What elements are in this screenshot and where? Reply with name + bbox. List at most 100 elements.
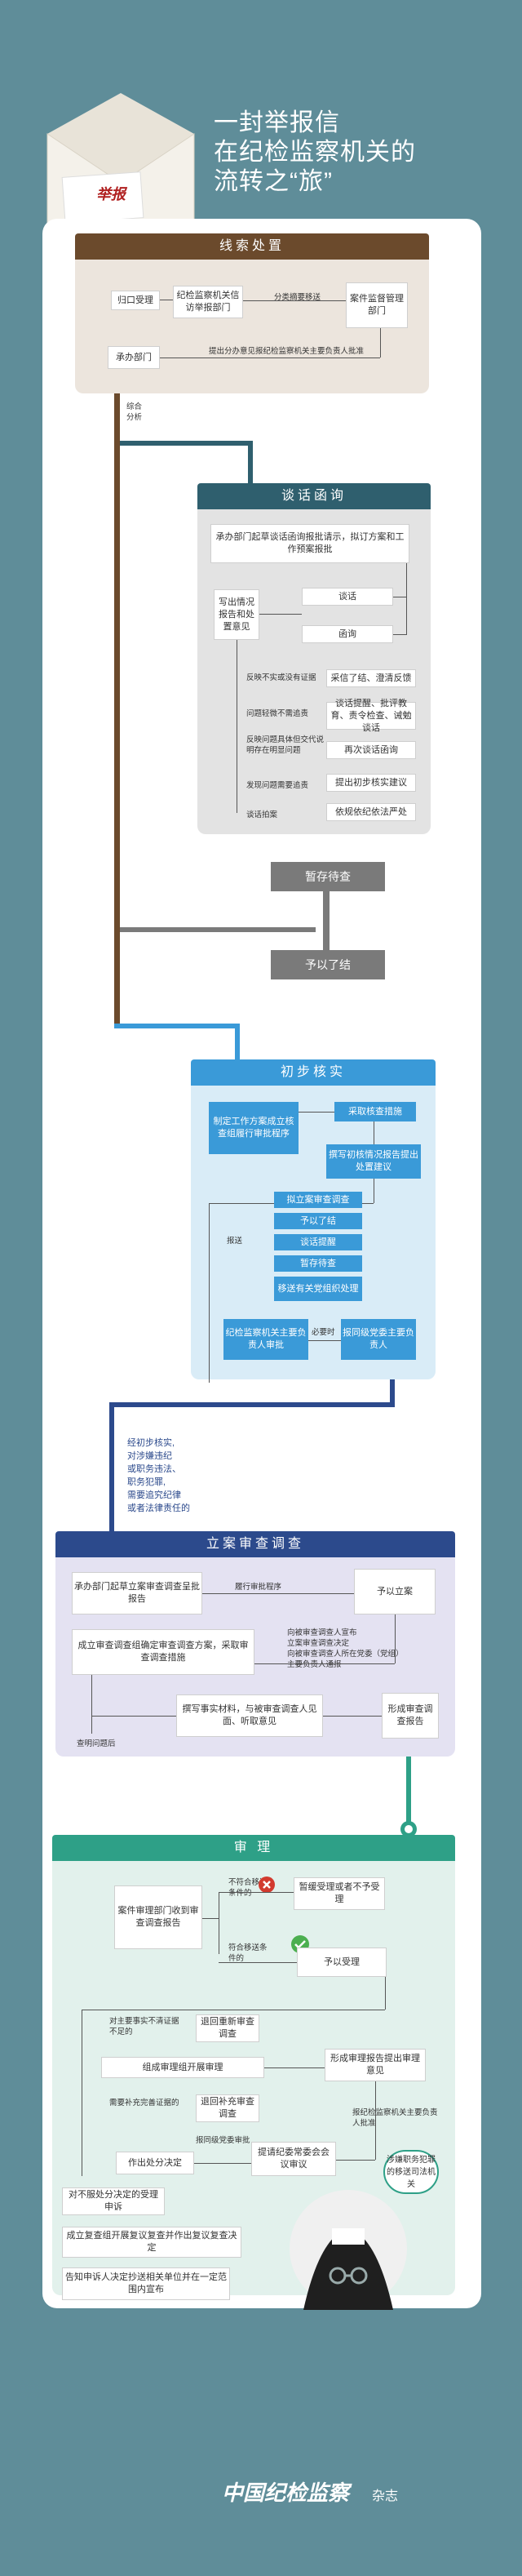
verify-item-2: 谈话提醒 <box>274 1234 362 1250</box>
title-line-1: 一封举报信 <box>214 109 340 136</box>
envelope-icon <box>46 93 195 233</box>
trial-label-submit: 报同级党委审批 <box>196 2136 250 2145</box>
verify-line-6 <box>308 1340 341 1341</box>
label-propose: 提出分办意见报纪检监察机关主要负责人批准 <box>209 347 365 356</box>
box-case-mgmt: 案件监督管理部门 <box>346 282 408 328</box>
talk-r4: 提出初步核实建议 <box>326 774 416 792</box>
case-line-4 <box>91 1675 92 1734</box>
trial-header: 审 理 <box>52 1835 455 1861</box>
pending-pipe <box>323 891 330 950</box>
title-line-2: 在纪检监察机关的 <box>214 139 416 166</box>
box-trial-no: 暂缓受理或者不予受理 <box>294 1877 385 1910</box>
between-text-5: 需要追究纪律 <box>127 1490 181 1500</box>
box-trial-appeal: 对不服处分决定的受理申诉 <box>62 2187 165 2215</box>
verify-header: 初步核实 <box>191 1059 436 1086</box>
box-close: 予以了结 <box>271 950 385 979</box>
label-transfer: 分类摘要移送 <box>274 293 321 302</box>
talk-line-4 <box>393 634 406 635</box>
trial-label-supplement: 需要补充完善证据的 <box>109 2099 179 2107</box>
case-line-2 <box>395 1614 396 1663</box>
case-pipe-3 <box>109 1402 114 1533</box>
case-line-6 <box>323 1716 382 1717</box>
box-trial-review: 成立复查组开展复议复查并作出复议复查决定 <box>62 2227 241 2258</box>
talk-line-3 <box>406 563 407 635</box>
talk-pipe-v <box>248 441 253 486</box>
talk-l1: 反映不实或没有证据 <box>246 673 316 682</box>
talk-r3: 再次谈话函询 <box>326 741 416 759</box>
handcuffs-person-icon <box>290 2190 407 2310</box>
verify-pipe-v <box>235 1024 240 1061</box>
talk-pipe-h <box>120 441 250 446</box>
case-line-3 <box>254 1663 395 1664</box>
clue-pipe <box>114 392 120 1028</box>
trial-pipe <box>406 1757 411 1835</box>
analysis-label: 综合分析 <box>126 402 143 422</box>
pending-pipe-h <box>120 927 316 932</box>
talk-l3: 反映问题具体但交代说明存在明显问题 <box>246 735 325 755</box>
case-label-announce1: 向被审查调查人宣布 <box>287 1628 357 1637</box>
talk-header: 谈话函询 <box>197 483 431 509</box>
between-text-3: 或职务违法、 <box>127 1464 181 1474</box>
box-talk-plan: 承办部门起草谈话函询报批请示，拟订方案和工作预案报批 <box>210 524 409 563</box>
box-trial-dept: 案件审理部门收到审查调查报告 <box>114 1885 202 1949</box>
trial-connector-icon <box>400 1821 417 1837</box>
case-line-5 <box>91 1716 176 1717</box>
case-label-announce3: 向被审查调查人所在党委（党组）主要负责人通报 <box>287 1650 404 1669</box>
box-trial-transfer: 涉嫌职务犯罪的移送司法机关 <box>383 2150 439 2194</box>
title-line-3: 流转之“旅” <box>214 168 333 195</box>
stamp-label: 举报 <box>96 186 126 203</box>
footer-suffix: 杂志 <box>372 2489 399 2503</box>
trial-label-no: 不符合移送条件的 <box>228 1878 268 1898</box>
trial-label-fact: 对主要事实不清证据不足的 <box>109 2017 179 2036</box>
box-case-file: 予以立案 <box>354 1569 436 1614</box>
verify-item-0: 拟立案审查调查 <box>274 1192 362 1208</box>
box-trial-yes: 予以受理 <box>297 1948 387 1977</box>
case-pipe-2 <box>109 1402 395 1407</box>
trial-line-4 <box>219 1962 297 1963</box>
talk-l2: 问题轻微不需追责 <box>246 709 309 718</box>
trial-label-yes: 符合移送条件的 <box>228 1943 268 1963</box>
box-leaders: 纪检监察机关信访举报部门 <box>173 286 243 318</box>
box-verify-plan: 制定工作方案成立核查组履行审批程序 <box>209 1102 299 1154</box>
box-verify-leader: 纪检监察机关主要负责人审批 <box>223 1319 308 1360</box>
verify-item-3: 暂存待查 <box>274 1255 362 1272</box>
box-case-team: 成立审查调查组确定审查调查方案，采取审查调查措施 <box>72 1629 254 1675</box>
between-text-4: 职务犯罪, <box>127 1477 166 1487</box>
case-line-1 <box>202 1593 354 1594</box>
box-verify-measure: 采取核查措施 <box>334 1102 416 1121</box>
talk-r2: 谈话提醒、批评教育、责令检查、诫勉谈话 <box>326 699 416 733</box>
box-suspend: 暂存待查 <box>271 862 385 891</box>
talk-r1: 采信了结、澄清反馈 <box>326 669 416 687</box>
box-trial-decision: 作出处分决定 <box>116 2152 194 2174</box>
verify-label-report: 报送 <box>227 1237 243 1246</box>
box-talk-report: 写出情况报告和处置意见 <box>214 589 259 640</box>
verify-item-4: 移送有关党组织处理 <box>274 1277 362 1301</box>
box-trial-group: 组成审理组开展审理 <box>101 2057 264 2078</box>
trial-line-11 <box>336 2160 375 2161</box>
talk-r5: 依规依纪依法严处 <box>326 803 416 821</box>
trial-line-9 <box>375 2081 376 2160</box>
clue-header: 线索处置 <box>75 233 429 260</box>
line-4 <box>380 328 381 358</box>
case-label-announce2: 立案审查调查决定 <box>287 1639 350 1648</box>
box-trial-notify: 告知申诉人决定抄送相关单位并在一定范围内宣布 <box>62 2267 230 2300</box>
talk-l4: 发现问题需要追责 <box>246 781 309 790</box>
case-pipe-1 <box>390 1379 395 1406</box>
reject-icon <box>259 1876 275 1893</box>
box-trial-return1: 退回重新审查调查 <box>196 2014 259 2042</box>
verify-label-necessary: 必要时 <box>312 1328 335 1337</box>
trial-line-3 <box>219 1892 294 1893</box>
talk-line-1 <box>259 614 302 615</box>
box-return: 归口受理 <box>111 291 160 310</box>
verify-item-1: 予以了结 <box>274 1213 362 1229</box>
box-talk: 谈话 <box>302 588 393 606</box>
footer-brand: 中国纪检监察 <box>222 2481 350 2506</box>
talk-l5: 谈话拍案 <box>246 811 278 819</box>
verify-line-5 <box>209 1203 210 1383</box>
trial-line-1 <box>202 1918 219 1919</box>
box-trial-return2: 退回补充审查调查 <box>196 2094 259 2122</box>
box-case-evidence: 撰写事实材料，与被审查调查人见面、听取意见 <box>176 1694 323 1737</box>
verify-pipe-h <box>114 1024 237 1028</box>
box-letter: 函询 <box>302 625 393 643</box>
verify-line-1 <box>299 1112 334 1113</box>
